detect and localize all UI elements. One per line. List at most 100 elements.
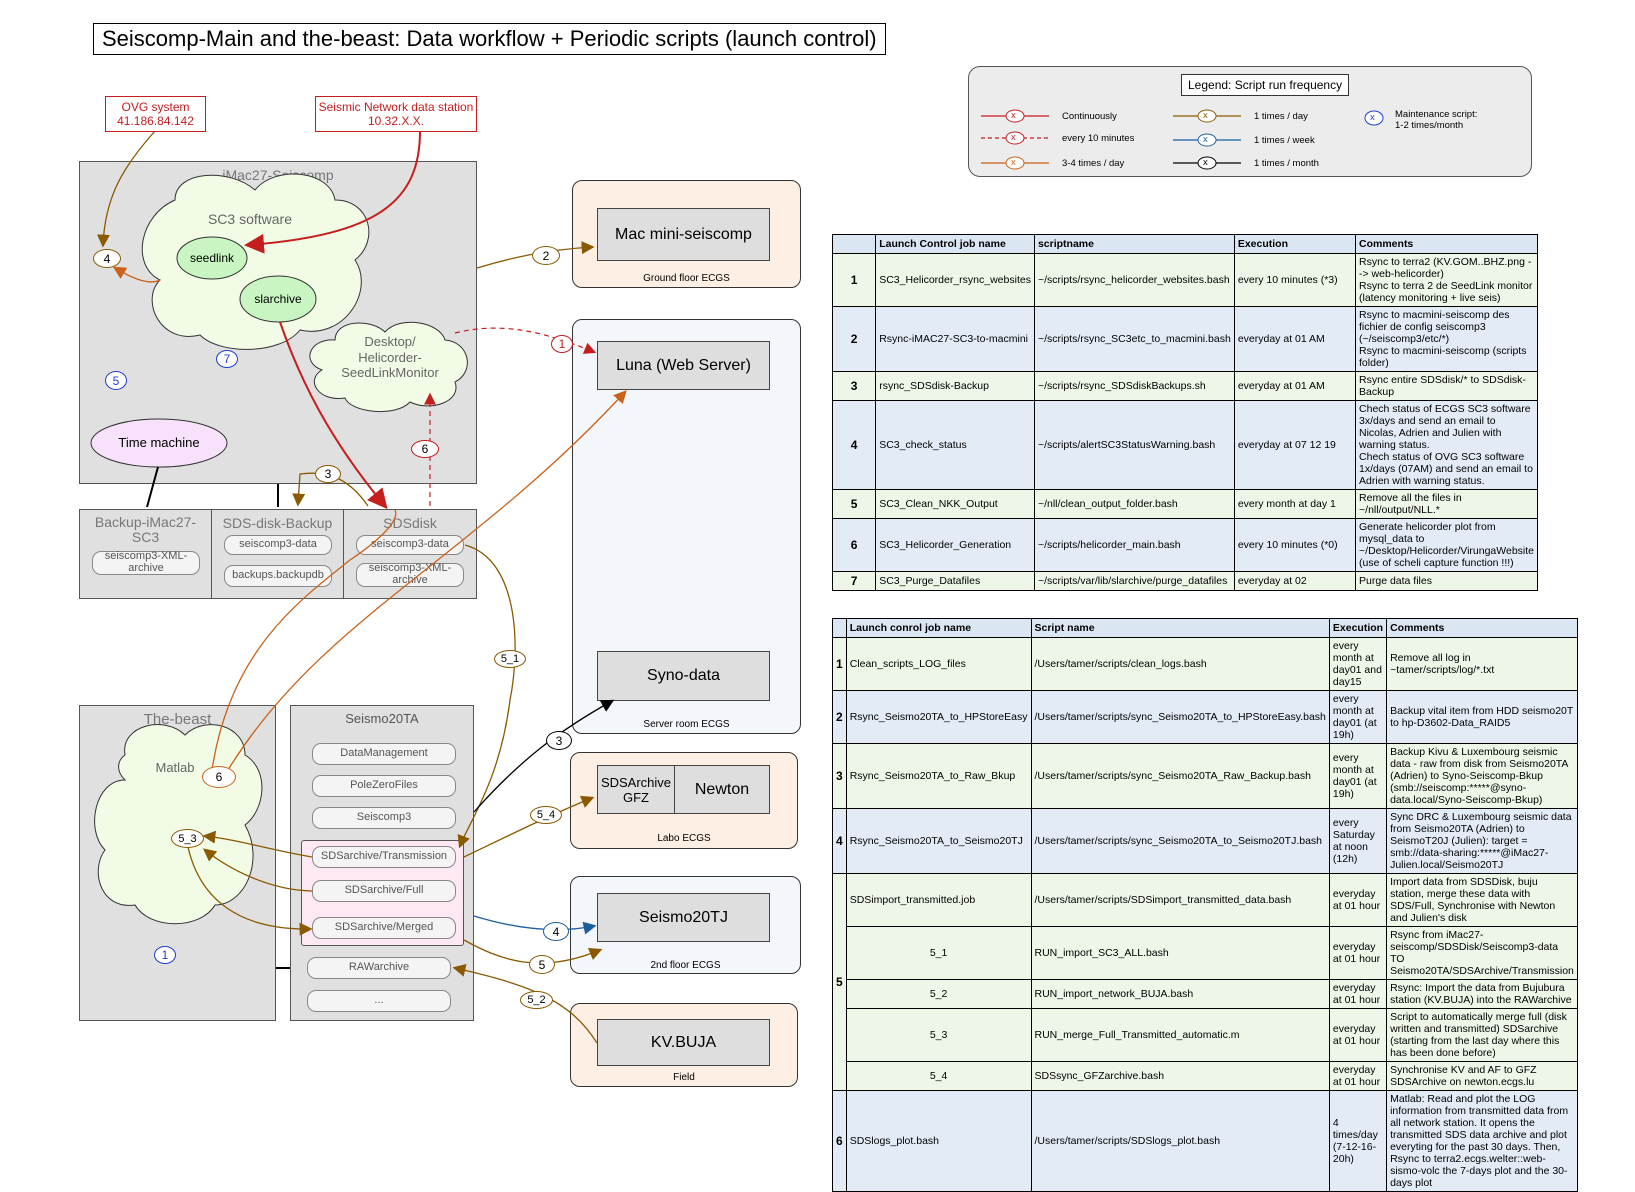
- table-cell: 1: [832, 637, 847, 691]
- table-cell: ~/scripts/var/lib/slarchive/purge_datafi…: [1033, 571, 1235, 591]
- arrow-desktop-to-luna: [454, 327, 597, 354]
- legend-marker-10min: x: [1011, 132, 1016, 143]
- backup-disk-title: Backup-iMac27-SC3: [94, 514, 197, 545]
- table-cell: Chech status of ECGS SC3 software 3x/day…: [1355, 400, 1538, 490]
- table-cell: rsync_SDSdisk-Backup: [875, 371, 1035, 401]
- seismo20tj-name: Seismo20TJ: [639, 908, 728, 926]
- marker-1-beast: 1: [154, 946, 176, 964]
- table-cell: Rsync: Import the data from Bujubura sta…: [1386, 979, 1578, 1009]
- table-header: [831, 234, 877, 254]
- timemachine-label: Time machine: [118, 435, 200, 450]
- table-cell: /Users/tamer/scripts/SDSimport_transmitt…: [1030, 873, 1330, 927]
- arrow-ovg-to-4: [96, 130, 156, 248]
- table-cell: Remove all the files in ~/nll/output/NLL…: [1355, 489, 1538, 519]
- arrow-matlab-to-desktop: [211, 509, 397, 771]
- arrow-seismo20ta-to-syno: [473, 699, 615, 813]
- table-cell: Rsync from iMac27-seiscomp/SDSDisk/Seisc…: [1386, 926, 1578, 980]
- syno-name: Syno-data: [647, 667, 720, 684]
- table-cell: every month at day01 (at 19h): [1328, 743, 1388, 809]
- table-cell: Rsync-iMAC27-SC3-to-macmini: [875, 306, 1035, 372]
- table-cell: Backup Kivu & Luxembourg seismic data - …: [1386, 743, 1578, 809]
- legend-marker-1month: x: [1203, 157, 1208, 168]
- marker-5-3: 5_3: [171, 829, 204, 848]
- second-floor-location: 2nd floor ECGS: [650, 960, 721, 971]
- labo-location: Labo ECGS: [657, 833, 711, 844]
- field-location: Field: [673, 1072, 695, 1083]
- legend-marker-1day: x: [1203, 110, 1208, 121]
- arrow-transmission-to-53: [202, 830, 313, 858]
- sds-backup-backupdb: backups.backupdb: [224, 565, 332, 587]
- table-cell: 5_2: [845, 979, 1032, 1009]
- table-cell: SDSlogs_plot.bash: [845, 1090, 1032, 1192]
- table-cell: 7: [831, 571, 877, 591]
- seismic-station-box: Seismic Network data station 10.32.X.X.: [315, 96, 477, 132]
- seismic-station-label: Seismic Network data station: [318, 100, 474, 114]
- seismic-station-ip: 10.32.X.X.: [367, 114, 425, 129]
- sc3-software-label: SC3 software: [207, 211, 293, 227]
- legend-34day: 3-4 times / day: [1062, 158, 1125, 169]
- macmini-location: Ground floor ECGS: [643, 273, 730, 284]
- ovg-system-label: OVG system: [121, 100, 190, 114]
- table-cell: Rsync to macmini-seiscomp des fichier de…: [1355, 306, 1538, 372]
- table-cell: everyday at 01 AM: [1233, 371, 1357, 401]
- marker-5-seismo20tj: 5: [529, 955, 555, 974]
- table-cell: Import data from SDSDisk, buju station, …: [1386, 873, 1578, 927]
- table-cell: Remove all log in ~tamer/scripts/log/*.t…: [1386, 637, 1578, 691]
- table-cell: Rsync to terra2 (KV.GOM..BHZ.png --> web…: [1355, 253, 1538, 307]
- table-cell: 2: [832, 690, 847, 744]
- folder-more: ...: [307, 990, 451, 1012]
- table-cell: 2: [831, 306, 877, 372]
- table-cell: 5_1: [845, 926, 1032, 980]
- table-cell: SC3_Clean_NKK_Output: [875, 489, 1035, 519]
- line-timemachine-backup: [146, 466, 159, 508]
- arrow-slarchive-to-sdsdisk: [279, 321, 388, 510]
- table-cell: SDSimport_transmitted.job: [845, 873, 1032, 927]
- table-cell: Rsync entire SDSdisk/* to SDSdisk-Backup: [1355, 371, 1538, 401]
- table-cell: SC3_check_status: [875, 400, 1035, 490]
- table-cell: RUN_merge_Full_Transmitted_automatic.m: [1030, 1008, 1330, 1062]
- legend-1month: 1 times / month: [1254, 158, 1319, 169]
- table-header: Launch conrol job name: [845, 618, 1032, 638]
- server-room-location: Server room ECGS: [643, 719, 730, 730]
- arrow-full-to-53: [202, 848, 313, 892]
- marker-2: 2: [532, 246, 560, 265]
- legend-1week: 1 times / week: [1254, 135, 1315, 146]
- seismo20ta-title: Seismo20TA: [345, 711, 419, 726]
- arrow-matlab-to-luna: [227, 390, 627, 771]
- table-cell: /Users/tamer/scripts/clean_logs.bash: [1030, 637, 1330, 691]
- legend-10min: every 10 minutes: [1062, 133, 1135, 144]
- kvbuja-box: KV.BUJA: [597, 1019, 770, 1066]
- seedlink-label: seedlink: [189, 251, 235, 265]
- table-cell: Backup vital item from HDD seismo20T to …: [1386, 690, 1578, 744]
- table-header: Comments: [1355, 234, 1538, 254]
- kvbuja-name: KV.BUJA: [650, 1033, 717, 1051]
- table-cell: everyday at 01 hour: [1328, 1008, 1388, 1062]
- table-cell: 5_4: [845, 1061, 1032, 1091]
- table-cell: Rsync_Seismo20TA_to_Seismo20TJ: [845, 808, 1032, 874]
- table-cell: RUN_import_network_BUJA.bash: [1030, 979, 1330, 1009]
- legend-marker-34day: x: [1011, 157, 1016, 168]
- legend-title: Legend: Script run frequency: [1181, 74, 1350, 96]
- legend-maintenance: Maintenance script: 1-2 times/month: [1395, 109, 1478, 131]
- table-cell: ~/scripts/rsync_SC3etc_to_macmini.bash: [1033, 306, 1235, 372]
- page-title: Seiscomp-Main and the-beast: Data workfl…: [93, 23, 886, 55]
- table-cell: Rsync_Seismo20TA_to_Raw_Bkup: [845, 743, 1032, 809]
- sds-backup-data: seiscomp3-data: [224, 535, 332, 555]
- sdsdisk-title: SDSdisk: [383, 515, 437, 531]
- table-cell: ~/scripts/helicorder_main.bash: [1033, 518, 1235, 572]
- arrow-seismo20ta-to-seismo20tj-blue: [473, 915, 597, 935]
- table-cell: SC3_Helicorder_rsync_websites: [875, 253, 1035, 307]
- luna-name: Luna (Web Server): [616, 356, 751, 374]
- matlab-label: Matlab: [155, 760, 195, 775]
- table-cell: 4: [832, 808, 847, 874]
